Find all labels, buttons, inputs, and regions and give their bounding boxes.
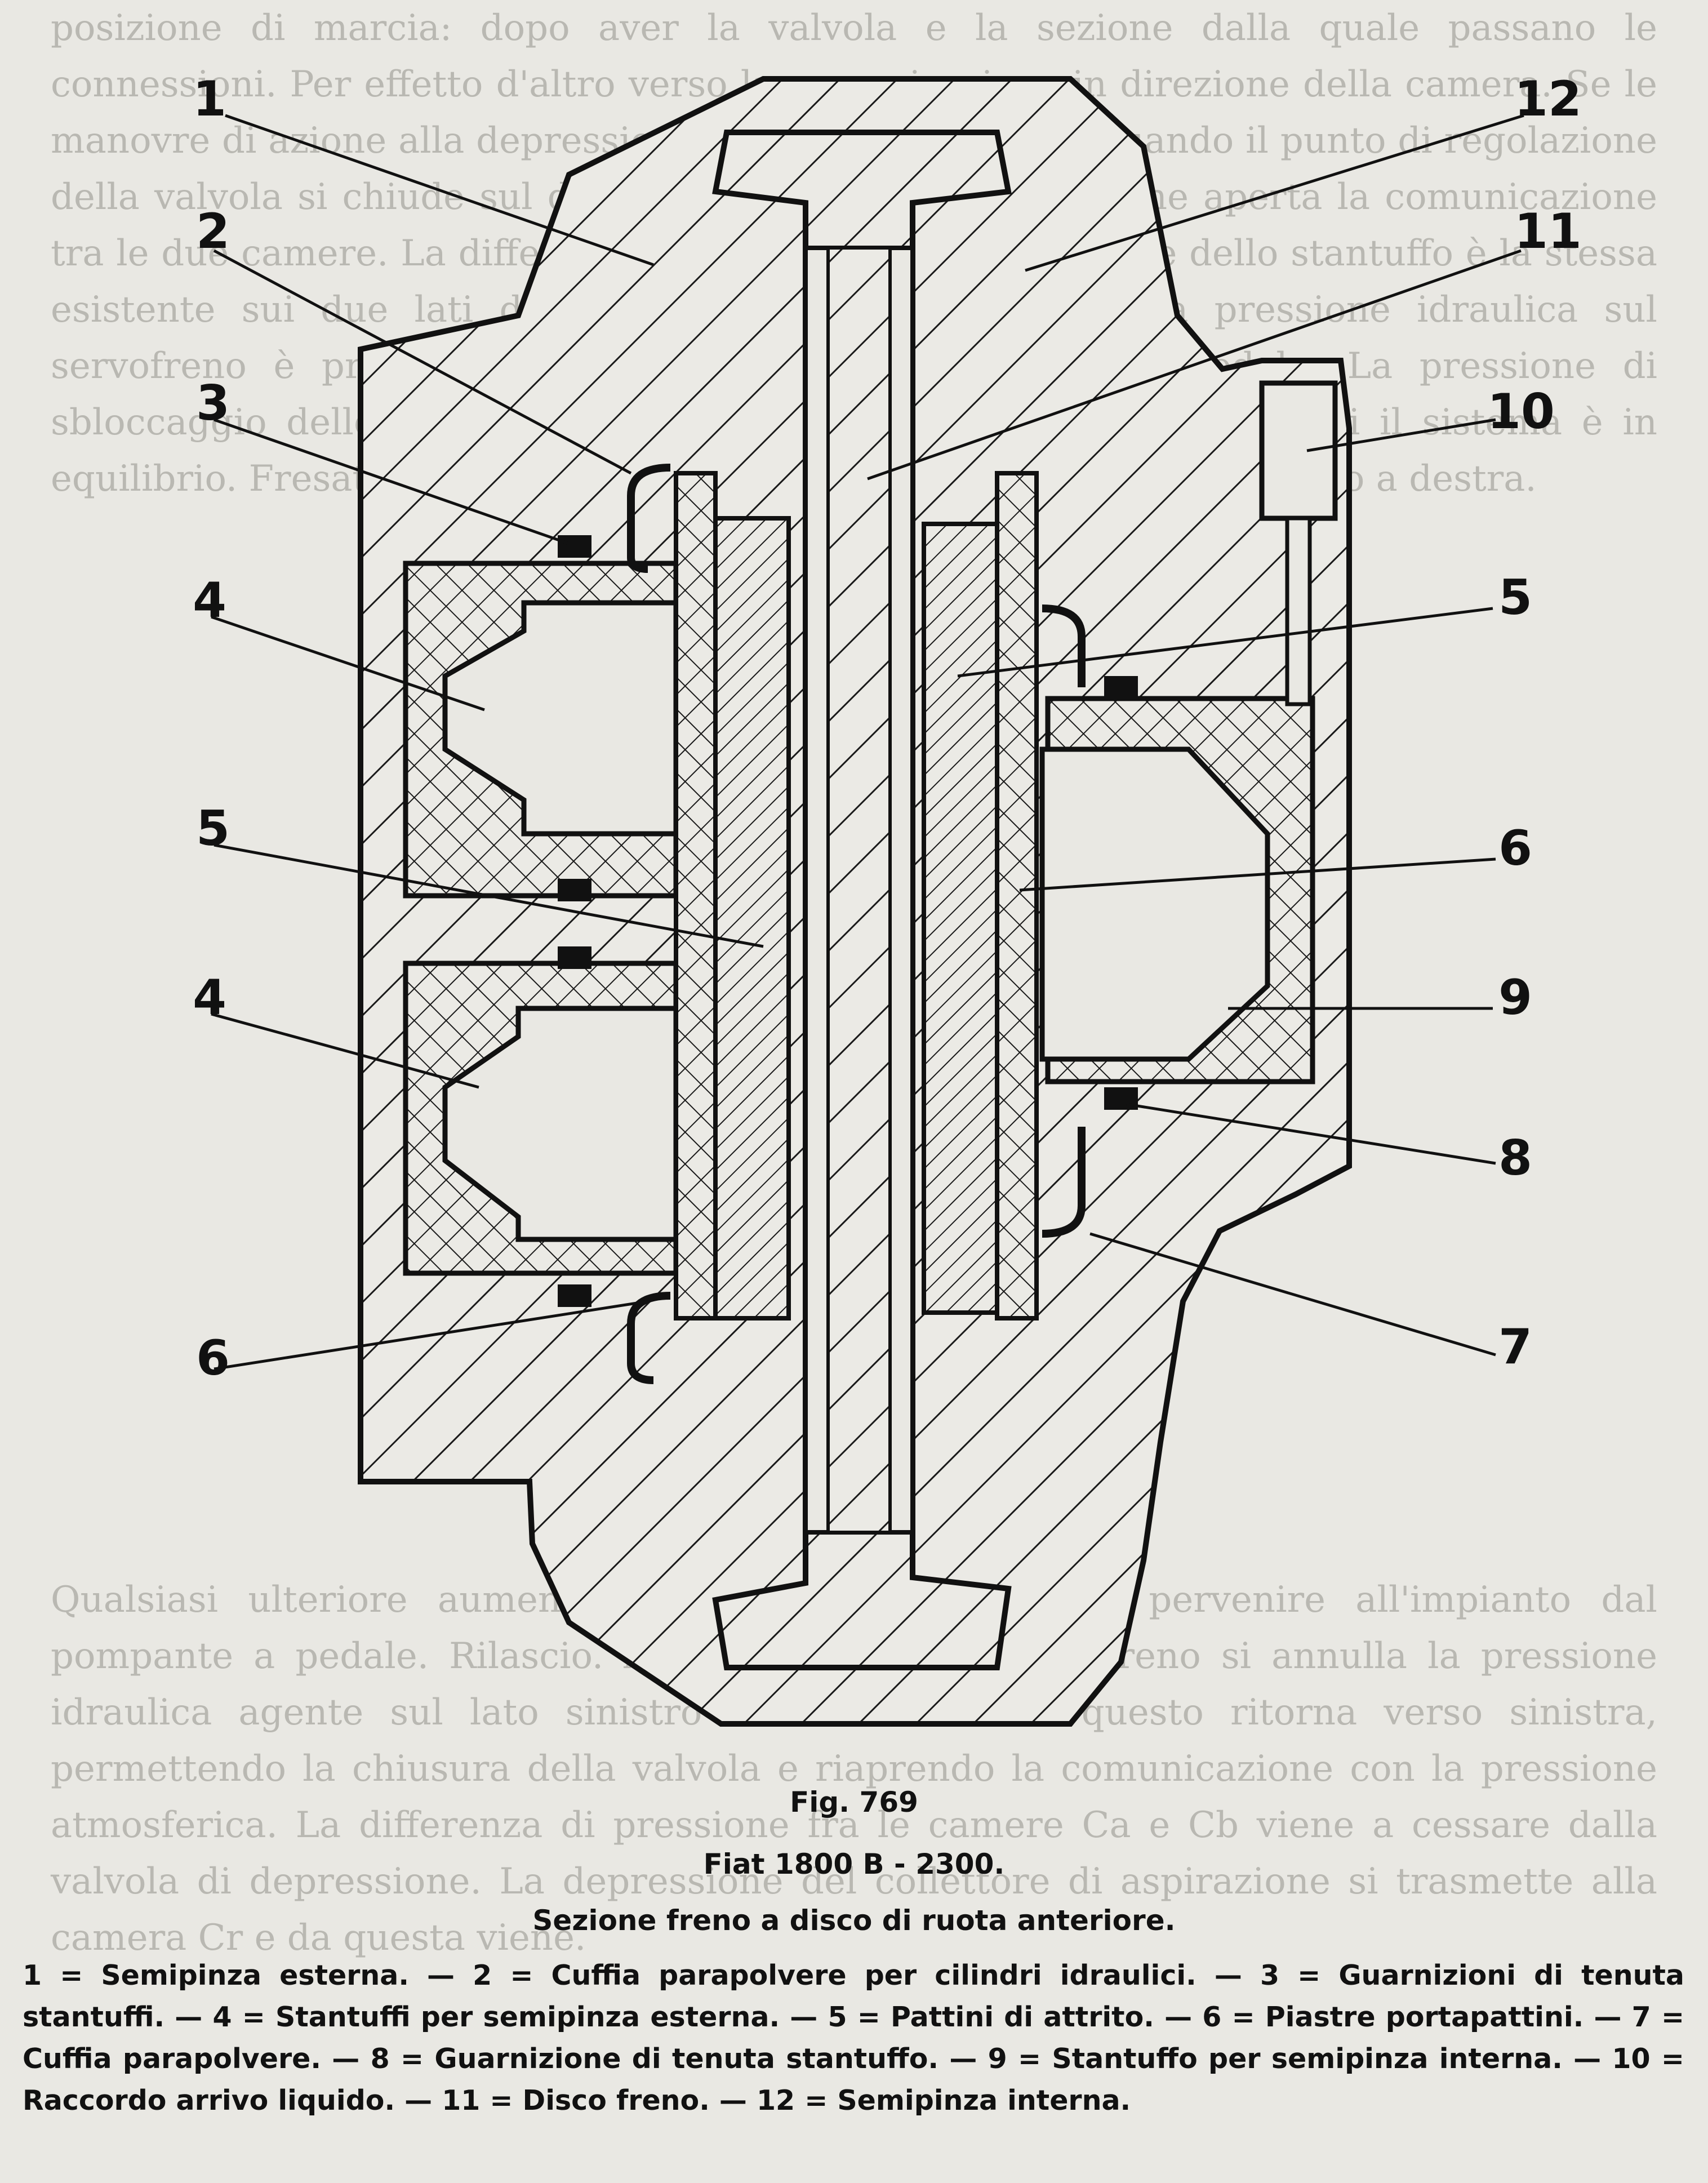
callout-7: 7	[1498, 1319, 1532, 1375]
callout-12: 12	[1514, 71, 1582, 127]
leader-lines	[211, 114, 1524, 1371]
disc-face	[826, 246, 892, 1534]
right-backing-plate	[995, 471, 1039, 1321]
callout-10: 10	[1487, 384, 1555, 440]
left-friction-pad	[713, 516, 791, 1321]
seal-8-upper	[1104, 676, 1138, 699]
figure-model: Fiat 1800 B - 2300.	[703, 1848, 1005, 1880]
fluid-inlet-fitting	[1259, 380, 1338, 521]
callout-2: 2	[196, 203, 230, 260]
callout-11: 11	[1514, 203, 1582, 260]
callout-5-left: 5	[196, 801, 230, 857]
callout-8: 8	[1498, 1130, 1532, 1186]
right-friction-pad	[922, 522, 999, 1315]
inner-piston	[1039, 746, 1270, 1062]
dust-boot-2	[627, 464, 671, 573]
left-backing-plate	[674, 471, 718, 1321]
fluid-passage	[1285, 516, 1312, 706]
callout-4-upper: 4	[193, 572, 226, 629]
dust-boot-5	[1042, 604, 1086, 687]
callout-5-right: 5	[1498, 570, 1532, 626]
callout-1: 1	[193, 71, 226, 127]
callout-3: 3	[196, 375, 230, 432]
figure-legend: 1 = Semipinza esterna. — 2 = Cuffia para…	[23, 1959, 1684, 2117]
dust-boot-6	[627, 1292, 671, 1384]
callout-6-right: 6	[1498, 820, 1532, 877]
dust-boot-7	[1042, 1127, 1086, 1238]
seal-3-mid	[558, 879, 591, 901]
seal-3-upper	[558, 535, 591, 558]
figure-number: Fig. 769	[790, 1786, 918, 1819]
seal-3-low	[558, 946, 591, 969]
callout-9: 9	[1498, 970, 1532, 1026]
seal-3-bottom	[558, 1284, 591, 1307]
callout-6-left: 6	[196, 1330, 230, 1386]
callout-4-lower: 4	[193, 970, 226, 1026]
figure-title: Sezione freno a disco di ruota anteriore…	[532, 1904, 1176, 1937]
